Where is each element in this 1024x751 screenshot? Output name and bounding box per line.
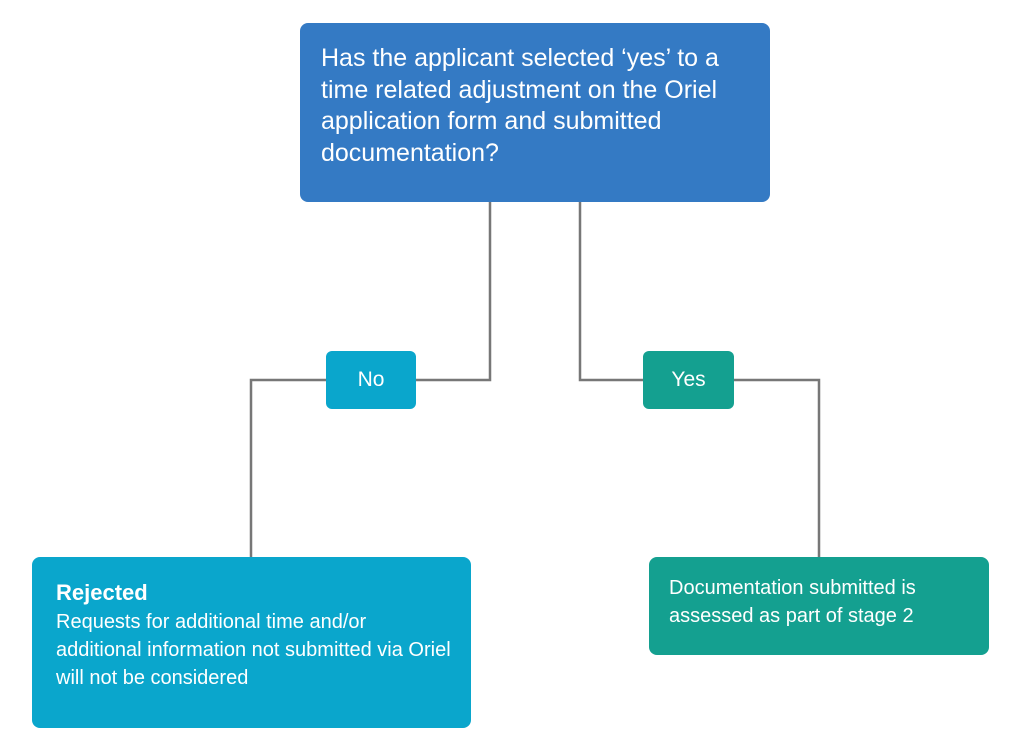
decision-no-box: No — [326, 351, 416, 409]
outcome-rejected-text: Requests for additional time and/or addi… — [56, 611, 451, 689]
question-box: Has the applicant selected ‘yes’ to a ti… — [300, 23, 770, 202]
decision-yes-box: Yes — [643, 351, 734, 409]
decision-no-label: No — [357, 368, 385, 391]
outcome-rejected-box: Rejected Requests for additional time an… — [32, 557, 471, 728]
outcome-rejected-title: Rejected — [56, 580, 148, 605]
decision-yes-label: Yes — [671, 368, 706, 391]
connector-yes-to-assessed — [734, 378, 821, 557]
outcome-assessed-box: Documentation submitted is assessed as p… — [649, 557, 989, 655]
connector-no-to-rejected — [249, 378, 326, 557]
question-text: Has the applicant selected ‘yes’ to a ti… — [321, 44, 719, 167]
connector-question-to-yes — [578, 202, 643, 382]
connector-question-to-no — [416, 202, 492, 382]
outcome-assessed-text: Documentation submitted is assessed as p… — [669, 577, 916, 627]
